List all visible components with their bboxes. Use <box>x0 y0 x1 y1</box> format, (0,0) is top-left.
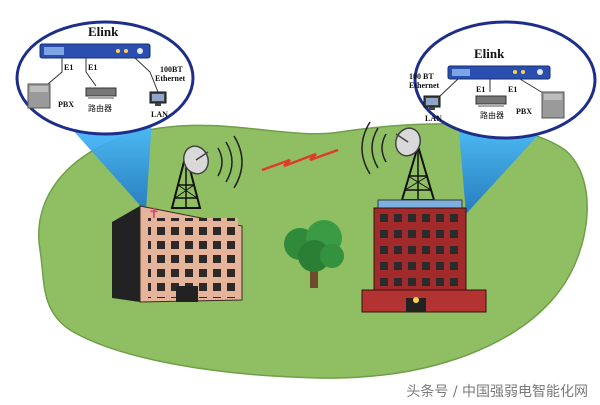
left-detail-bubble: Elink E1 E1 100BT Ethernet PBX 路由器 <box>15 20 195 136</box>
left-router-label: 路由器 <box>88 103 112 113</box>
left-building-logo: ✝ <box>148 206 160 222</box>
left-satellite-dish-icon <box>182 145 210 175</box>
left-ethernet-label-line1: 100BT <box>160 65 183 74</box>
left-port-e1-a: E1 <box>64 63 73 72</box>
left-port-e1-b: E1 <box>88 63 97 72</box>
right-lan-computer-icon <box>423 95 441 110</box>
left-ethernet-label-line2: Ethernet <box>155 74 186 83</box>
left-router-icon <box>85 87 117 99</box>
right-wave-icon <box>361 121 387 175</box>
left-wave-icon <box>217 135 243 189</box>
right-detail-bubble: Elink 100 BT Ethernet E1 E1 LAN 路由器 PBX <box>409 20 597 140</box>
right-ethernet-label-line2: Ethernet <box>409 81 440 90</box>
left-lan-label: LAN <box>151 110 168 119</box>
watermark: 头条号 / 中国强弱电智能化网 <box>406 383 588 400</box>
right-elink-device <box>447 65 551 80</box>
left-building: ✝ <box>112 205 243 303</box>
right-lan-label: LAN <box>425 114 442 123</box>
right-pbx-icon <box>541 91 565 119</box>
left-elink-device <box>39 43 151 59</box>
right-elink-title: Elink <box>474 46 505 61</box>
left-lan-computer-icon <box>149 91 167 106</box>
right-port-e1-a: E1 <box>476 85 485 94</box>
left-elink-title: Elink <box>88 24 119 39</box>
tree-icon <box>284 220 344 288</box>
right-beam <box>458 120 552 214</box>
right-router-icon <box>475 95 507 107</box>
right-port-e1-b: E1 <box>508 85 517 94</box>
right-satellite-dish-icon <box>394 127 422 157</box>
left-pbx-icon <box>27 83 51 109</box>
right-router-label: 路由器 <box>480 110 504 120</box>
right-ethernet-label-line1: 100 BT <box>409 72 434 81</box>
left-beam <box>62 118 152 212</box>
right-building <box>361 199 487 313</box>
wireless-signal-icon <box>261 148 339 172</box>
left-pbx-label: PBX <box>58 100 74 109</box>
right-pbx-label: PBX <box>516 107 532 116</box>
